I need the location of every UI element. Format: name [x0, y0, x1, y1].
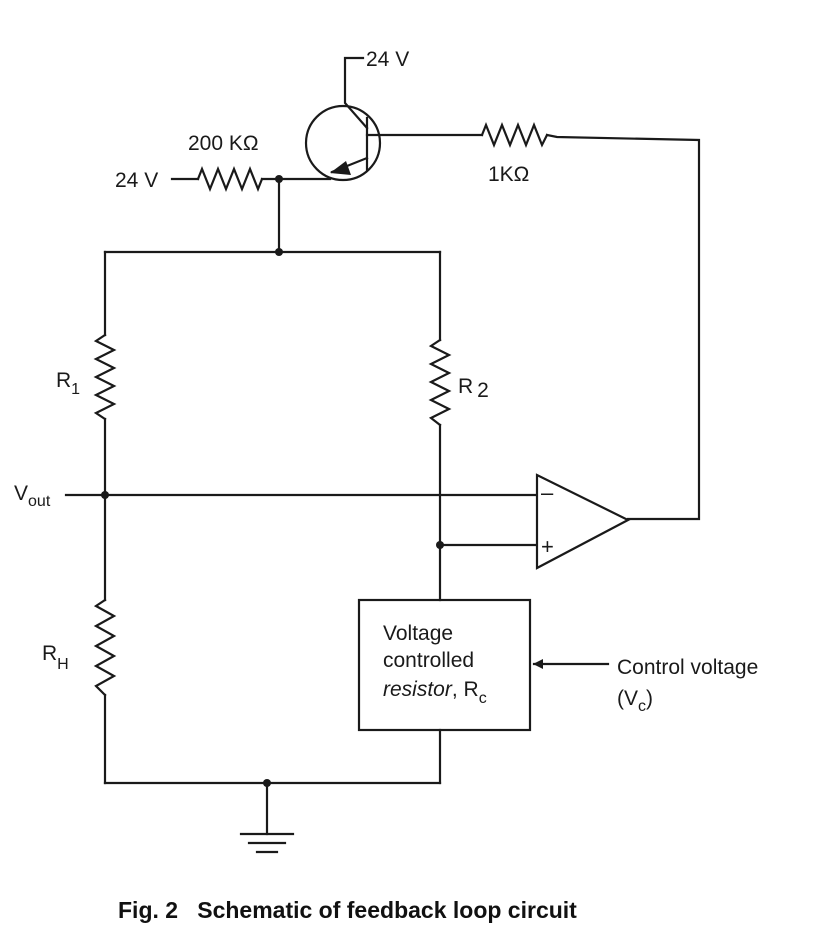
label-control-voltage: Control voltage [617, 656, 758, 679]
resistor-r1 [93, 333, 117, 421]
vcr-line1: Voltage [383, 622, 453, 645]
label-200k: 200 KΩ [188, 132, 259, 155]
op-amp [535, 473, 631, 570]
label-r1: R1 [56, 369, 80, 398]
resistor-1k [480, 122, 549, 148]
vcr-line3: resistor, Rc [383, 678, 487, 707]
resistor-rh [93, 598, 117, 697]
transistor-envelope [304, 104, 382, 182]
opamp-plus-sign: + [541, 534, 554, 559]
opamp-minus-sign: – [541, 480, 554, 505]
ground-symbol [239, 832, 295, 854]
label-supply-top: 24 V [366, 48, 409, 71]
label-rh: RH [42, 642, 69, 673]
junction-vout [101, 491, 109, 499]
figure-caption: Fig. 2 Schematic of feedback loop circui… [118, 897, 577, 923]
label-vout: Vout [14, 482, 51, 510]
vcr-box [357, 598, 532, 732]
vcr-line2: controlled [383, 649, 474, 672]
collector-lead [343, 56, 369, 130]
label-control-symbol: (Vc) [617, 687, 653, 715]
junction-r2-node [436, 541, 444, 549]
wire-feedback-loop [545, 133, 701, 521]
resistor-200k [196, 166, 264, 192]
junction-bridge-top [275, 248, 283, 256]
label-1k: 1KΩ [488, 163, 529, 186]
npn-transistor [304, 56, 382, 182]
label-supply-left: 24 V [115, 169, 158, 192]
emitter-arrow [330, 161, 351, 175]
resistor-r2 [428, 338, 452, 427]
